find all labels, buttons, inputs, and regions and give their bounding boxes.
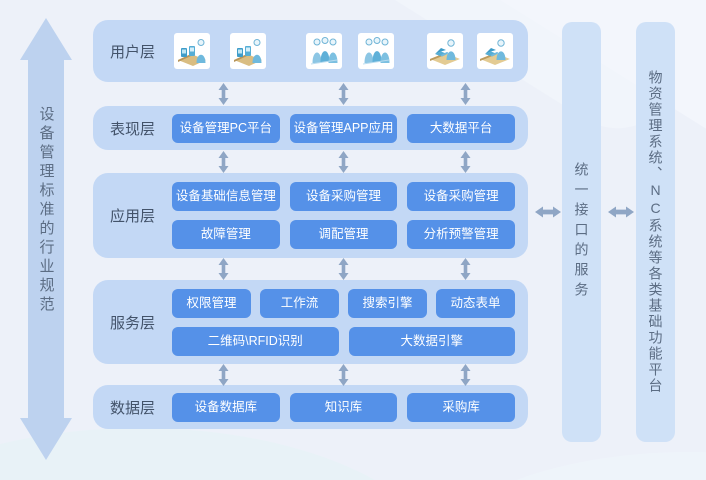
module-button[interactable]: 工作流 [260, 288, 339, 318]
layer-row-data: 数据层 设备数据库知识库采购库 [93, 385, 528, 429]
connector-gap [93, 258, 528, 280]
worker-at-desk-icon [427, 33, 463, 69]
connector-gap [93, 82, 528, 106]
layer-stack: 用户层 表现层 设备管理PC平台设备管理APP应用大数据平台 应用层 设备基础信… [93, 20, 528, 429]
module-button[interactable]: 大数据平台 [407, 113, 516, 143]
standards-arrow-label: 设备管理标准的行业规范 [37, 106, 55, 315]
background-curve [430, 452, 706, 480]
connector-gap [93, 363, 528, 386]
worker-with-laptop-icon [477, 33, 513, 69]
module-button[interactable]: 故障管理 [172, 220, 280, 249]
data-modules: 设备数据库知识库采购库 [172, 392, 516, 422]
left-right-arrow-icon [608, 205, 634, 219]
updown-arrow-icon [460, 363, 471, 386]
operators-at-terminals-icon [174, 33, 210, 69]
layer-row-users: 用户层 [93, 20, 528, 82]
layer-label: 用户层 [110, 43, 156, 61]
updown-arrow-icon [338, 150, 349, 173]
external-systems-bar: 物资管理系统、NC系统等各类基础功能平台 [636, 22, 675, 442]
layer-label: 应用层 [110, 208, 156, 225]
updown-arrow-icon [338, 83, 349, 105]
updown-arrow-icon [218, 150, 229, 173]
layer-row-service: 服务层 权限管理工作流搜索引擎动态表单二维码\RFID识别大数据引擎 [93, 280, 528, 364]
module-button[interactable]: 设备采购管理 [289, 182, 398, 211]
application-modules: 设备基础信息管理设备采购管理设备采购管理故障管理调配管理分析预警管理 [172, 182, 516, 249]
layer-row-application: 应用层 设备基础信息管理设备采购管理设备采购管理故障管理调配管理分析预警管理 [93, 173, 528, 258]
updown-big-arrow-icon [20, 18, 72, 460]
updown-arrow-icon [460, 150, 471, 173]
module-button[interactable]: 动态表单 [436, 288, 515, 318]
module-button[interactable]: 设备数据库 [172, 392, 280, 422]
user-icons [172, 33, 515, 69]
layer-label: 服务层 [110, 314, 156, 332]
presentation-modules: 设备管理PC平台设备管理APP应用大数据平台 [172, 113, 516, 143]
people-meeting-icon [358, 33, 394, 69]
module-button[interactable]: 采购库 [407, 392, 516, 422]
left-right-arrow-icon [535, 205, 561, 219]
layer-row-presentation: 表现层 设备管理PC平台设备管理APP应用大数据平台 [93, 106, 528, 150]
module-button[interactable]: 大数据引擎 [348, 326, 515, 356]
layer-label: 表现层 [110, 120, 156, 138]
module-button[interactable]: 知识库 [289, 392, 398, 422]
module-button[interactable]: 权限管理 [172, 288, 251, 318]
module-button[interactable]: 二维码\RFID识别 [172, 326, 339, 356]
updown-arrow-icon [218, 258, 229, 280]
module-button[interactable]: 设备采购管理 [407, 182, 516, 211]
updown-arrow-icon [338, 258, 349, 280]
module-button[interactable]: 分析预警管理 [407, 220, 516, 249]
inspector-at-machines-icon [230, 33, 266, 69]
updown-arrow-icon [338, 363, 349, 386]
updown-arrow-icon [218, 83, 229, 105]
module-button[interactable]: 设备基础信息管理 [172, 182, 280, 211]
module-button[interactable]: 设备管理PC平台 [172, 113, 280, 143]
standards-arrow: 设备管理标准的行业规范 [19, 18, 73, 460]
module-button[interactable]: 调配管理 [289, 220, 398, 249]
unified-interface-label: 统一接口的服务 [573, 162, 590, 302]
module-button[interactable]: 搜索引擎 [348, 288, 427, 318]
module-button[interactable]: 设备管理APP应用 [289, 113, 398, 143]
layer-label: 数据层 [110, 399, 156, 417]
connector-gap [93, 150, 528, 173]
staff-group-icon [306, 33, 342, 69]
service-modules: 权限管理工作流搜索引擎动态表单二维码\RFID识别大数据引擎 [172, 288, 515, 356]
unified-interface-bar: 统一接口的服务 [562, 22, 601, 442]
updown-arrow-icon [460, 258, 471, 280]
external-systems-label: 物资管理系统、NC系统等各类基础功能平台 [647, 70, 664, 394]
updown-arrow-icon [218, 363, 229, 386]
updown-arrow-icon [460, 83, 471, 105]
